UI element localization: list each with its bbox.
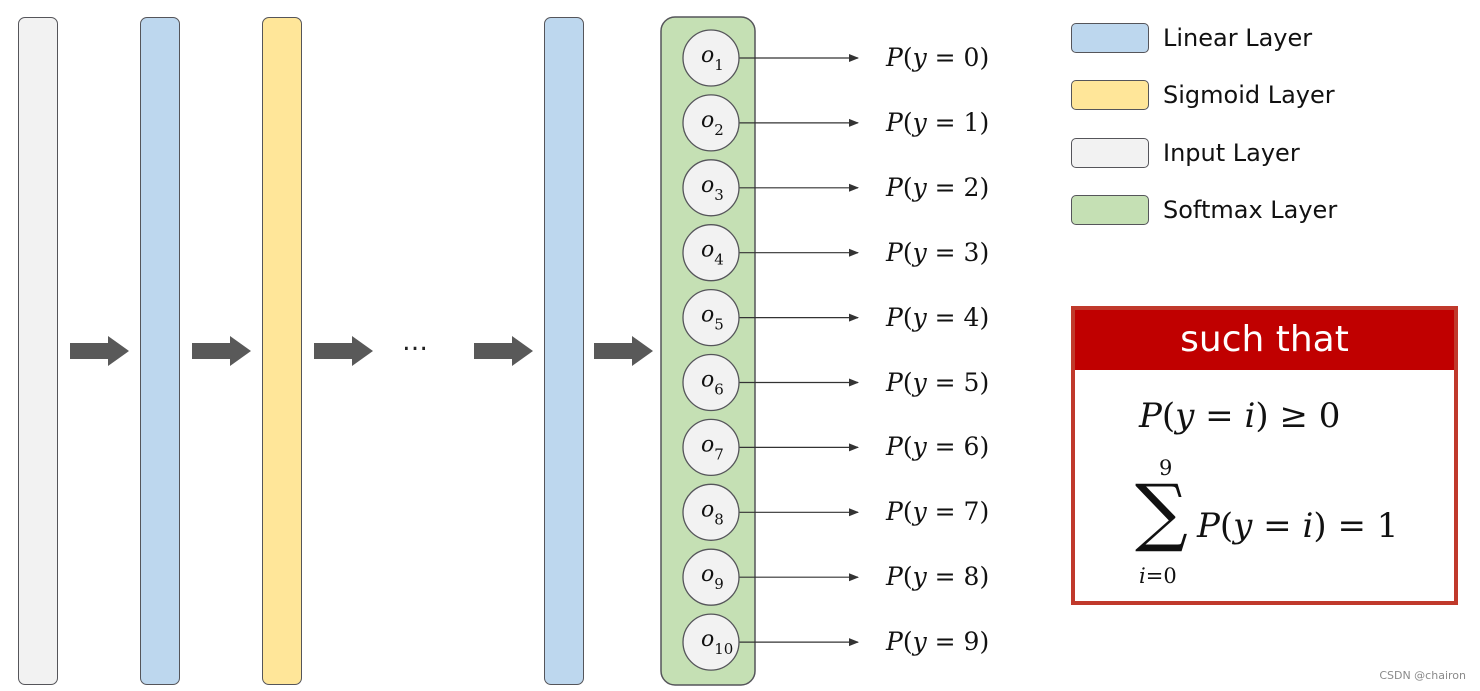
layer-arrow-4 xyxy=(474,336,533,366)
probability-label: P(y = 8) xyxy=(886,562,990,592)
probability-label: P(y = 0) xyxy=(886,43,990,72)
neuron: o6 xyxy=(682,353,740,412)
sum-lower-limit: i=0 xyxy=(1139,564,1177,588)
neuron-circle xyxy=(682,288,740,347)
probability-label: P(y = 1) xyxy=(886,107,990,137)
neuron-circle xyxy=(682,418,740,477)
neuron-circle xyxy=(682,613,740,671)
layer-transition-arrows xyxy=(70,336,653,366)
neuron-circle xyxy=(682,29,740,87)
legend-swatch xyxy=(1071,138,1149,168)
constraint-box: such that P(y = i) ≥ 0 9 ∑ i=0 P(y = i) … xyxy=(1071,306,1458,605)
layer-arrow-1 xyxy=(70,336,129,366)
probability-label: P(y = 4) xyxy=(886,302,990,332)
neuron: o1 xyxy=(682,29,740,87)
probability-label: P(y = 2) xyxy=(886,172,990,202)
input-layer-bar xyxy=(18,17,58,685)
probability-label: P(y = 9) xyxy=(886,627,990,657)
neuron-circle xyxy=(682,224,740,282)
neuron: o9 xyxy=(682,548,740,606)
probability-label: P(y = 6) xyxy=(886,432,990,462)
neuron-circle xyxy=(682,159,740,217)
neuron: o7 xyxy=(682,418,740,477)
sigmoid-layer-bar xyxy=(262,17,302,685)
hidden-layers-ellipsis: … xyxy=(402,327,429,357)
output-neurons: o1 o2 o3 o4 o5 o6 o7 o8 o9 o10 xyxy=(682,29,740,671)
legend-swatch xyxy=(1071,23,1149,53)
layer-arrow-3 xyxy=(314,336,373,366)
neuron-circle xyxy=(682,94,740,152)
linear-layer-bar-1 xyxy=(140,17,180,685)
neuron-circle xyxy=(682,483,740,541)
legend-label: Sigmoid Layer xyxy=(1163,81,1335,109)
legend-label: Input Layer xyxy=(1163,139,1300,167)
constraint-header: such that xyxy=(1075,310,1454,370)
legend-swatch xyxy=(1071,195,1149,225)
layer-arrow-2 xyxy=(192,336,251,366)
neuron: o8 xyxy=(682,483,740,541)
probability-label: P(y = 7) xyxy=(886,497,990,527)
layer-arrow-5 xyxy=(594,336,653,366)
neuron-circle xyxy=(682,353,740,412)
sum-upper-limit: 9 xyxy=(1159,456,1173,480)
watermark: CSDN @chairon xyxy=(1379,669,1466,682)
legend-swatch xyxy=(1071,80,1149,110)
neuron: o3 xyxy=(682,159,740,217)
neuron: o10 xyxy=(682,613,740,671)
neuron-circle xyxy=(682,548,740,606)
summation-symbol: ∑ xyxy=(1135,469,1188,555)
neuron: o5 xyxy=(682,288,740,347)
non-negativity-equation: P(y = i) ≥ 0 xyxy=(1139,396,1341,436)
probability-label: P(y = 5) xyxy=(886,367,990,397)
neuron: o4 xyxy=(682,224,740,282)
legend-label: Softmax Layer xyxy=(1163,196,1338,224)
linear-layer-bar-2 xyxy=(544,17,584,685)
neuron: o2 xyxy=(682,94,740,152)
network-graphic: o1 o2 o3 o4 o5 o6 o7 o8 o9 o10 xyxy=(70,16,859,686)
normalization-equation: P(y = i) = 1 xyxy=(1197,506,1399,546)
probability-label: P(y = 3) xyxy=(886,237,990,267)
legend-label: Linear Layer xyxy=(1163,24,1313,52)
